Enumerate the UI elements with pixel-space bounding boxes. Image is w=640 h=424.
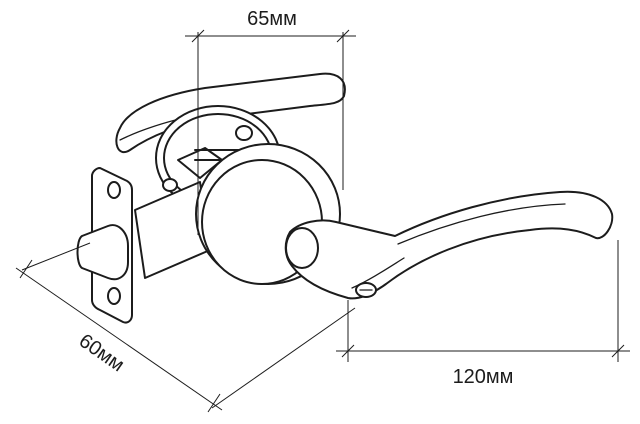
dimension-label-65mm: 65мм [247, 8, 297, 30]
dimension-65mm: 65мм [185, 8, 356, 235]
latch-bolt [76, 224, 129, 281]
handle-neck [285, 227, 319, 269]
screw-hole-bottom [162, 178, 178, 192]
latch-assembly [76, 167, 211, 324]
faceplate-screw-hole-bottom [107, 287, 121, 305]
screw-hole-top [235, 125, 253, 141]
dimension-120mm: 120мм [336, 240, 630, 388]
dimension-label-60mm: 60мм [75, 330, 128, 377]
dimension-label-120mm: 120мм [453, 366, 514, 388]
front-lever-handle [284, 190, 614, 300]
faceplate-screw-hole-top [107, 181, 121, 199]
